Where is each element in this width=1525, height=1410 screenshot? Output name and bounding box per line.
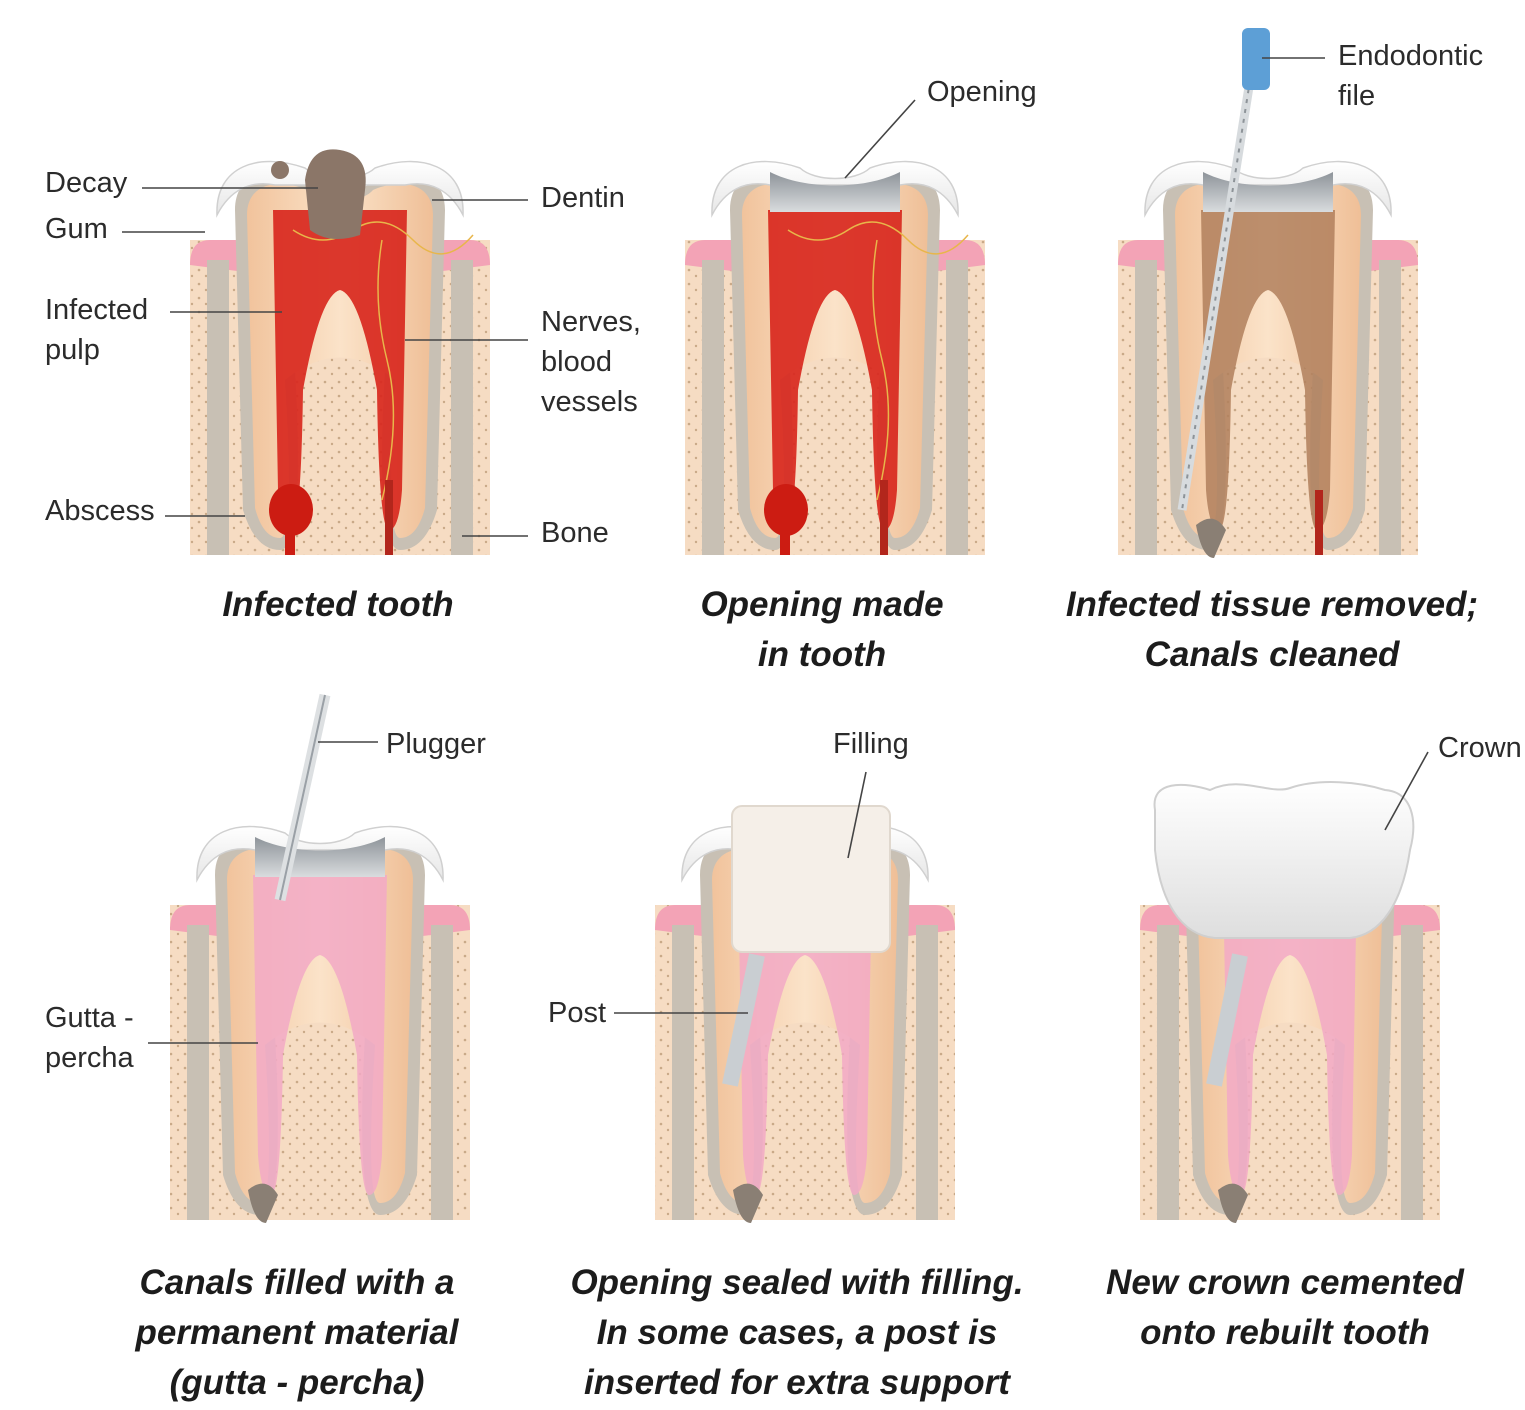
nerve-exit — [1315, 490, 1323, 555]
nerve-exit — [385, 480, 393, 555]
filling-block — [732, 806, 890, 952]
label-bone: Bone — [541, 513, 609, 553]
label-filling: Filling — [833, 724, 909, 764]
label-nerves-2: blood — [541, 342, 612, 382]
crown-cap — [1155, 782, 1414, 938]
label-gum: Gum — [45, 209, 108, 249]
label-endodontic-file-2: file — [1338, 76, 1375, 116]
label-plugger: Plugger — [386, 724, 486, 764]
abscess — [764, 484, 808, 536]
label-decay: Decay — [45, 163, 127, 203]
tooth-panel-3 — [1118, 162, 1418, 558]
label-crown: Crown — [1438, 728, 1522, 768]
label-gutta-percha-2: percha — [45, 1038, 134, 1078]
label-gutta-percha-1: Gutta - — [45, 998, 134, 1038]
caption-opening-sealed: Opening sealed with filling.In some case… — [570, 1258, 1023, 1408]
endodontic-file-handle — [1242, 28, 1270, 90]
abscess — [269, 484, 313, 536]
caption-infected-tooth: Infected tooth — [222, 580, 453, 630]
nerve-exit — [880, 480, 888, 555]
label-post: Post — [548, 993, 606, 1033]
abscess-stem — [285, 530, 295, 555]
decay — [305, 149, 366, 239]
label-opening: Opening — [927, 72, 1037, 112]
caption-tissue-removed: Infected tissue removed;Canals cleaned — [1066, 580, 1478, 680]
label-dentin: Dentin — [541, 178, 625, 218]
label-infected-pulp-2: pulp — [45, 330, 100, 370]
label-abscess: Abscess — [45, 491, 155, 531]
decay-chip — [271, 161, 289, 179]
label-nerves-3: vessels — [541, 382, 638, 422]
label-infected-pulp-1: Infected — [45, 290, 148, 330]
label-nerves-1: Nerves, — [541, 302, 641, 342]
tooth-panel-1 — [190, 149, 490, 555]
label-endodontic-file-1: Endodontic — [1338, 36, 1483, 76]
tooth-panel-2 — [685, 162, 985, 555]
abscess-stem — [780, 530, 790, 555]
tooth-panel-4 — [170, 827, 470, 1223]
